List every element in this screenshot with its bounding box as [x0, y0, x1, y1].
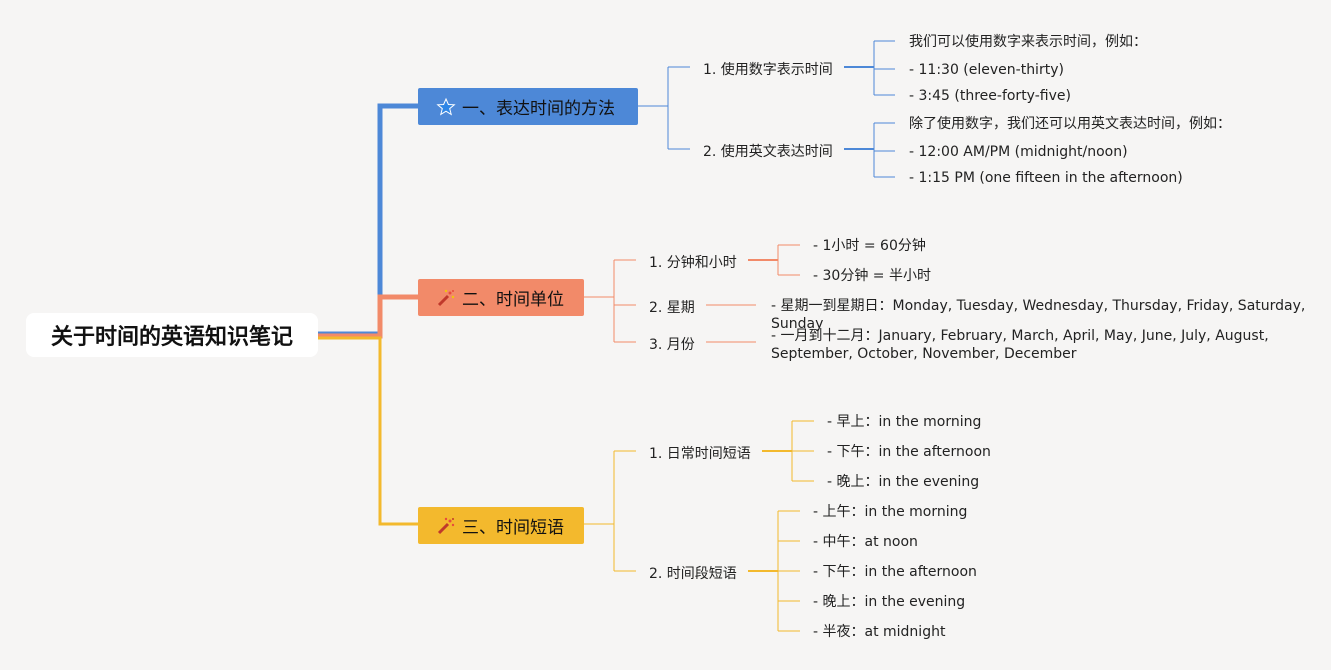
leaf-text: - 晚上：in the evening	[827, 474, 980, 490]
connector-b3-children	[584, 450, 636, 572]
leaf-text: 我们可以使用数字来表示时间，例如：	[909, 34, 1147, 50]
star-icon	[436, 97, 456, 117]
branch-expressing-time[interactable]: 一、表达时间的方法	[418, 88, 638, 125]
leaf-text: 除了使用数字，我们还可以用英文表达时间，例如：	[909, 116, 1231, 132]
connector-root-branch-2	[318, 294, 418, 339]
subtopic-english[interactable]: 2. 使用英文表达时间	[703, 144, 833, 160]
leaf-text: - 11:30 (eleven-thirty)	[909, 62, 1064, 78]
leaf-text: - 晚上：in the evening	[813, 594, 966, 610]
connector-b1-children	[638, 66, 690, 150]
leaf-text: - 下午：in the afternoon	[827, 444, 991, 460]
leaf-text: - 中午：at noon	[813, 534, 918, 550]
subtopic-months[interactable]: 3. 月份	[649, 337, 695, 353]
connector-b2-children	[584, 259, 636, 343]
firework-icon	[436, 516, 456, 536]
branch-time-units[interactable]: 二、时间单位	[418, 279, 584, 316]
leaf-text: - 30分钟 = 半小时	[813, 268, 931, 284]
subtopic-minutes-hours[interactable]: 1. 分钟和小时	[649, 255, 737, 271]
connector-root-branch-3	[318, 336, 418, 526]
branch-title: 三、时间短语	[462, 518, 564, 538]
subtopic-weekdays[interactable]: 2. 星期	[649, 300, 695, 316]
subtopic-daily-phrases[interactable]: 1. 日常时间短语	[649, 446, 751, 462]
branch-title: 二、时间单位	[462, 290, 564, 310]
leaf-text: - 12:00 AM/PM (midnight/noon)	[909, 144, 1128, 160]
leaf-text: - 一月到十二月：January, February, March, April…	[771, 328, 1269, 362]
connector-root-branch-1	[318, 103, 418, 337]
subtopic-period-phrases[interactable]: 2. 时间段短语	[649, 566, 737, 582]
leaf-text: - 下午：in the afternoon	[813, 564, 977, 580]
branch-title: 一、表达时间的方法	[462, 99, 615, 119]
subtopic-digits[interactable]: 1. 使用数字表示时间	[703, 62, 833, 78]
leaf-text: - 1小时 = 60分钟	[813, 238, 926, 254]
leaf-text: - 早上：in the morning	[827, 414, 982, 430]
leaf-text: - 上午：in the morning	[813, 504, 968, 520]
leaf-text: - 1:15 PM (one fifteen in the afternoon)	[909, 170, 1183, 186]
leaf-text: - 半夜：at midnight	[813, 624, 946, 640]
leaf-text: - 3:45 (three-forty-five)	[909, 88, 1071, 104]
branch-time-phrases[interactable]: 三、时间短语	[418, 507, 584, 544]
root-topic[interactable]: 关于时间的英语知识笔记	[26, 313, 318, 357]
leaf-text: - 星期一到星期日：Monday, Tuesday, Wednesday, Th…	[771, 298, 1306, 332]
firework-icon	[436, 288, 456, 308]
